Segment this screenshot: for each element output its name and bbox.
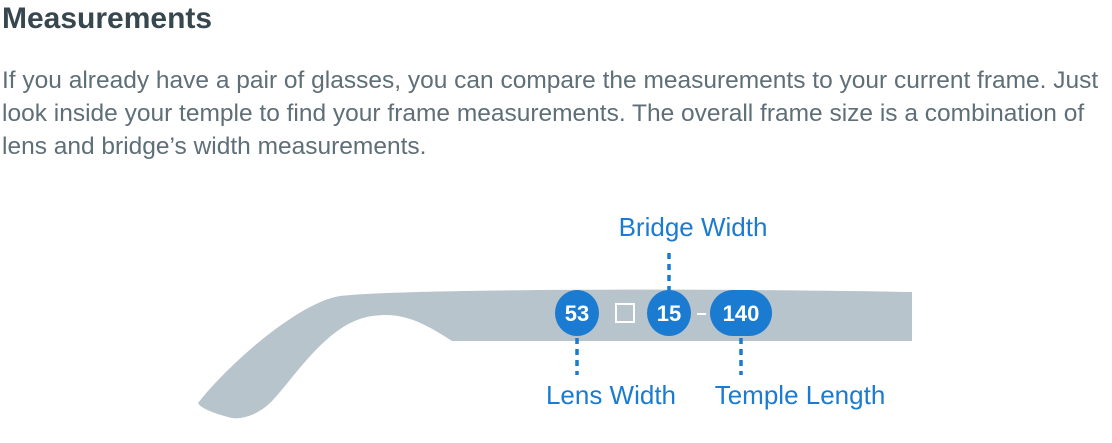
bridge-width-value: 15 xyxy=(657,301,681,326)
bridge-width-badge xyxy=(647,290,691,336)
lens-width-badge xyxy=(555,290,599,336)
temple-length-label: Temple Length xyxy=(715,380,886,410)
description: If you already have a pair of glasses, y… xyxy=(2,67,1099,160)
square-symbol-icon xyxy=(615,303,635,323)
lens-width-value: 53 xyxy=(565,301,589,326)
page-title: Measurements xyxy=(2,2,213,35)
temple-length-badge xyxy=(710,290,772,336)
temple-length-value: 140 xyxy=(723,301,760,326)
bridge-width-label: Bridge Width xyxy=(619,212,768,242)
lens-width-label: Lens Width xyxy=(546,380,676,410)
